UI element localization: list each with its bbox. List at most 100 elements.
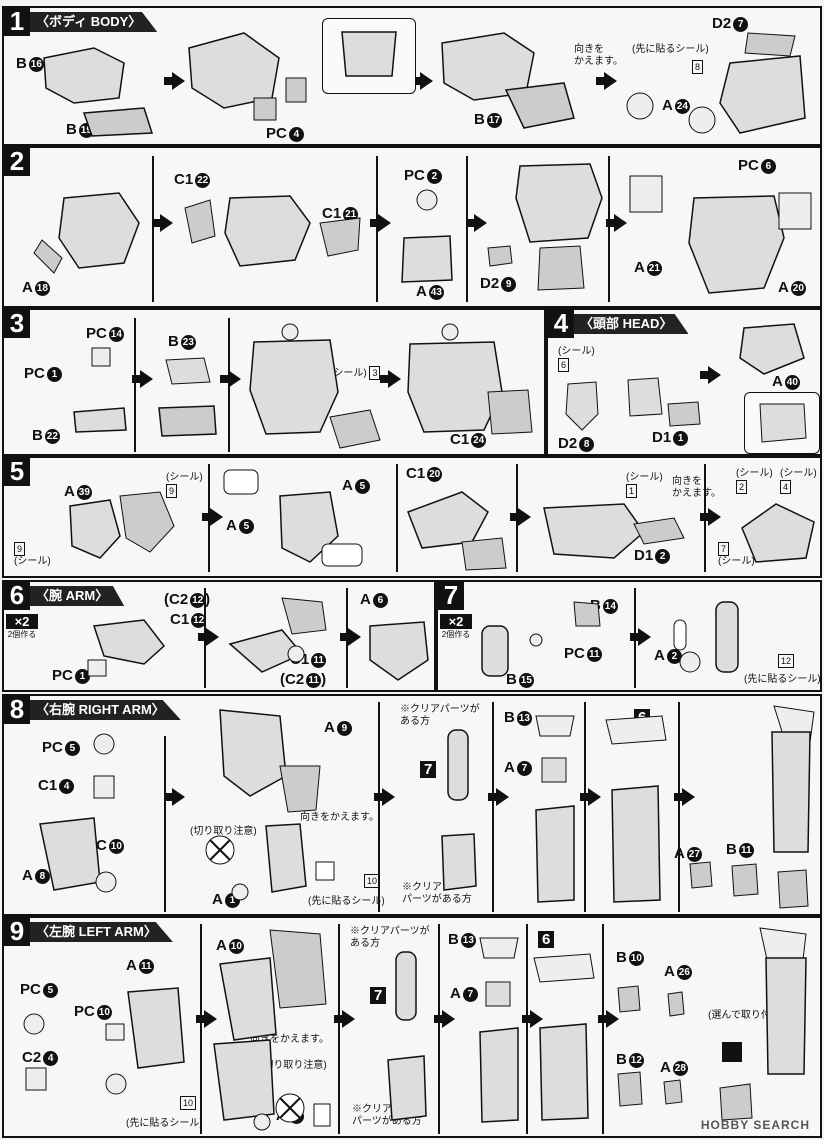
divider (134, 318, 136, 452)
step-number: 8 (4, 696, 30, 724)
divider (492, 702, 494, 912)
step-1-header: 1 〈ボディ BODY〉 (4, 8, 158, 36)
part-illustration (479, 937, 519, 1123)
divider (152, 156, 154, 302)
part-illustration (158, 357, 217, 437)
clear-parts-note: ※クリア パーツがある方 (402, 882, 472, 905)
divider (338, 924, 340, 1134)
part-illustration (33, 192, 140, 274)
turn-note: 向きをかえます。 (300, 812, 379, 823)
seal-note: (シール)6 (558, 346, 595, 372)
seal-note: (シール)4 (780, 468, 817, 494)
reference-step-6: 6 (538, 931, 555, 948)
arrow-icon (630, 628, 651, 646)
part-illustration (43, 47, 154, 137)
seal-note: (シール)9 (166, 472, 203, 498)
divider (346, 588, 348, 688)
part-illustration (228, 597, 327, 673)
part-illustration (369, 621, 429, 681)
arrow-icon (374, 788, 395, 806)
step-number: 5 (4, 458, 30, 486)
part-illustration (223, 469, 363, 567)
cut-note: (切り取り注意) (260, 1060, 327, 1071)
divider (228, 318, 230, 452)
arrow-icon (466, 214, 487, 232)
step-number: 2 (4, 148, 30, 176)
arrow-icon (334, 1010, 355, 1028)
step-6-header: 6 〈腕 ARM〉 (4, 582, 125, 610)
step-7-header: 7 (438, 582, 464, 610)
cut-note: (切り取り注意) (190, 826, 257, 837)
part-illustration (487, 163, 603, 291)
seal-number: 8 (692, 60, 704, 74)
turn-note: 向きを かえます。 (574, 44, 623, 67)
part-illustration (184, 195, 361, 267)
step-5-header: 5 (4, 458, 30, 486)
step-number: 7 (438, 582, 464, 610)
arrow-icon (380, 370, 401, 388)
divider (378, 702, 380, 912)
arrow-icon (340, 628, 361, 646)
arrow-icon (434, 1010, 455, 1028)
divider (584, 702, 586, 912)
step-number: 6 (4, 582, 30, 610)
arrow-icon (132, 370, 153, 388)
part-illustration (673, 601, 739, 673)
seal-note: (先に貼るシール) (126, 1118, 203, 1129)
seal-number: 12 (778, 654, 795, 668)
divider (602, 924, 604, 1134)
part-illustration (39, 733, 117, 893)
divider (516, 464, 518, 572)
arrow-icon (202, 508, 223, 526)
part-illustration (23, 987, 185, 1095)
arrow-icon (164, 72, 185, 90)
divider (204, 588, 206, 688)
part-illustration (565, 377, 701, 431)
divider (608, 156, 610, 302)
arrow-icon (580, 788, 601, 806)
part-illustration (759, 403, 807, 443)
part-illustration (87, 619, 166, 677)
part-illustration (689, 705, 815, 909)
clear-parts-note: ※クリア パーツがある方 (352, 1104, 422, 1127)
divider (526, 924, 528, 1134)
seal-note: 9(シール) (14, 542, 51, 567)
step-2-header: 2 (4, 148, 30, 176)
part-illustration (213, 929, 331, 1131)
part-illustration (441, 32, 575, 129)
part-illustration (188, 32, 307, 121)
arrow-icon (164, 788, 185, 806)
watermark-logo: HOBBY SEARCH (700, 1118, 810, 1132)
part-illustration (401, 189, 453, 283)
